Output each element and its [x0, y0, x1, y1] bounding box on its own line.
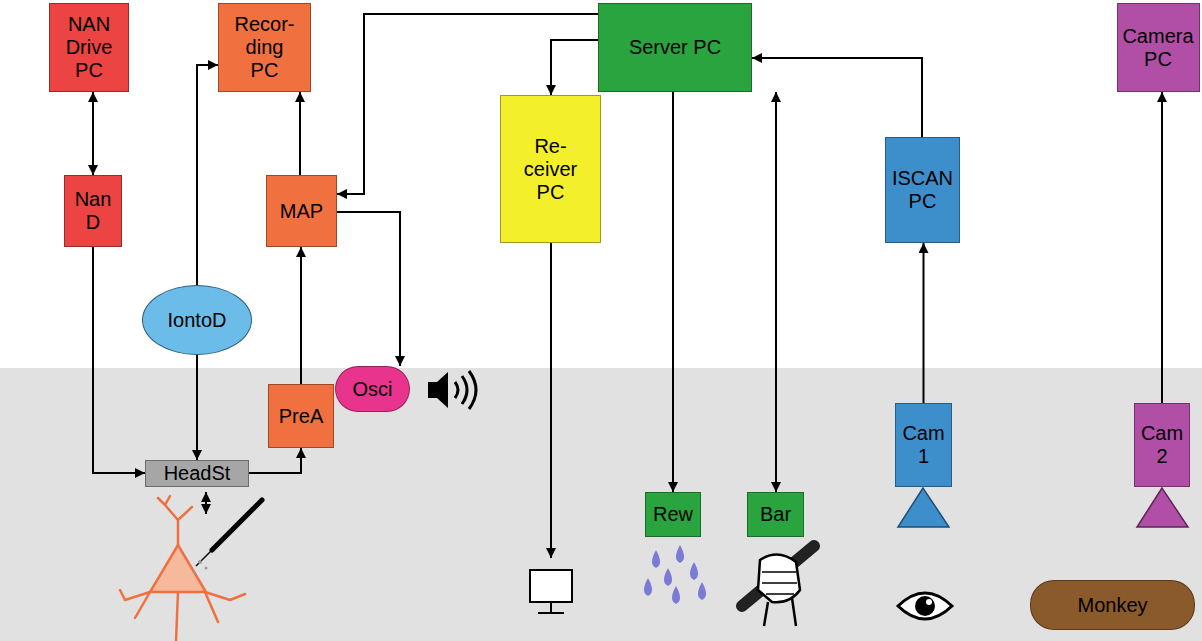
connector-arrow	[196, 355, 198, 460]
neuron	[120, 496, 245, 641]
node-label: MAP	[280, 200, 323, 223]
device-box: Rew	[645, 492, 701, 537]
node-label: Re- ceiver PC	[511, 135, 590, 204]
node-label: Rew	[653, 503, 693, 526]
connector-arrow	[299, 92, 301, 175]
connector-arrow	[337, 212, 400, 366]
node-label: PreA	[279, 405, 323, 428]
eye-icon	[898, 593, 952, 619]
node-label: Cam 2	[1138, 422, 1186, 468]
connector-arrow	[300, 247, 302, 384]
camera-lens	[1137, 488, 1188, 527]
device-box: PreA	[268, 384, 334, 448]
electrode	[193, 500, 263, 574]
speaker-icon	[428, 371, 476, 409]
node-label: Recor- ding PC	[229, 13, 300, 82]
pc-box: Server PC	[598, 3, 752, 92]
node-label: Cam 1	[899, 422, 948, 468]
connector-arrow	[923, 243, 925, 403]
pc-box: Recor- ding PC	[218, 3, 311, 92]
display-arrow	[550, 243, 552, 558]
camera-box: Cam 1	[895, 403, 952, 487]
subject-pill: Monkey	[1030, 580, 1195, 630]
connector-arrow	[93, 247, 145, 473]
device-pill: Osci	[335, 366, 410, 412]
monitor-icon	[530, 570, 572, 613]
node-label: Bar	[760, 503, 791, 526]
connector-arrow	[1161, 92, 1163, 403]
water-drops	[644, 545, 706, 604]
node-label: HeadSt	[164, 462, 231, 485]
device-box: HeadSt	[145, 460, 249, 487]
hand-bar-icon	[742, 546, 814, 626]
connector-arrow	[752, 58, 922, 137]
node-label: NAN Drive PC	[53, 13, 125, 82]
floor-band	[0, 368, 1202, 641]
probe-arrow	[205, 492, 207, 514]
connector-arrow	[775, 92, 777, 492]
device-box: MAP	[266, 175, 337, 247]
node-label: Monkey	[1077, 594, 1147, 617]
device-box: Bar	[747, 492, 804, 537]
connector-arrow	[249, 448, 301, 473]
connector-arrow	[197, 65, 218, 285]
camera-box: Cam 2	[1134, 403, 1190, 487]
connector-arrow	[672, 92, 674, 492]
pc-box: Re- ceiver PC	[500, 95, 601, 243]
node-label: IontoD	[168, 309, 227, 332]
node-label: Nan D	[68, 188, 118, 234]
pc-box: NAN Drive PC	[49, 3, 129, 92]
node-label: Osci	[353, 378, 393, 401]
connector-arrow	[92, 92, 94, 175]
device-box: Nan D	[64, 175, 122, 247]
device-ellipse: IontoD	[142, 285, 252, 355]
node-label: Camera PC	[1120, 25, 1197, 71]
node-label: ISCAN PC	[889, 167, 956, 213]
connector-arrow	[551, 40, 598, 95]
pc-box: Camera PC	[1117, 3, 1200, 92]
pc-box: ISCAN PC	[885, 137, 960, 243]
node-label: Server PC	[629, 36, 721, 59]
camera-lens	[898, 488, 949, 527]
